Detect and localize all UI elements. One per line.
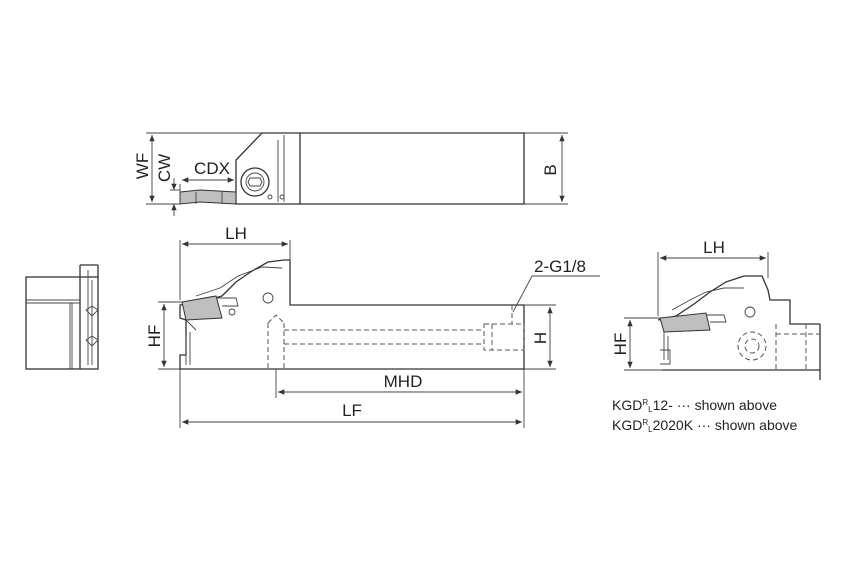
top-view: B WF CW CDX <box>133 132 568 216</box>
label-wf: WF <box>133 153 152 179</box>
label-mhd: MHD <box>384 372 423 391</box>
alt-side-view: LH HF <box>611 238 821 380</box>
end-view <box>25 264 99 370</box>
label-lh-main: LH <box>225 224 247 243</box>
label-cdx: CDX <box>194 159 230 178</box>
label-hf-alt: HF <box>611 333 630 356</box>
label-hf-main: HF <box>145 325 164 348</box>
label-lh-alt: LH <box>703 238 725 257</box>
label-g: 2-G1/8 <box>534 257 586 276</box>
notes: KGDRL12- ··· shown above KGDRL2020K ··· … <box>612 397 798 434</box>
label-lf: LF <box>342 401 362 420</box>
note-2: KGDRL2020K ··· shown above <box>612 417 798 434</box>
note-1: KGDRL12- ··· shown above <box>612 397 777 414</box>
label-cw: CW <box>155 154 174 182</box>
label-b: B <box>541 164 560 175</box>
label-h: H <box>531 332 550 344</box>
side-view: 2-G1/8 LH HF H MHD LF <box>145 224 600 428</box>
